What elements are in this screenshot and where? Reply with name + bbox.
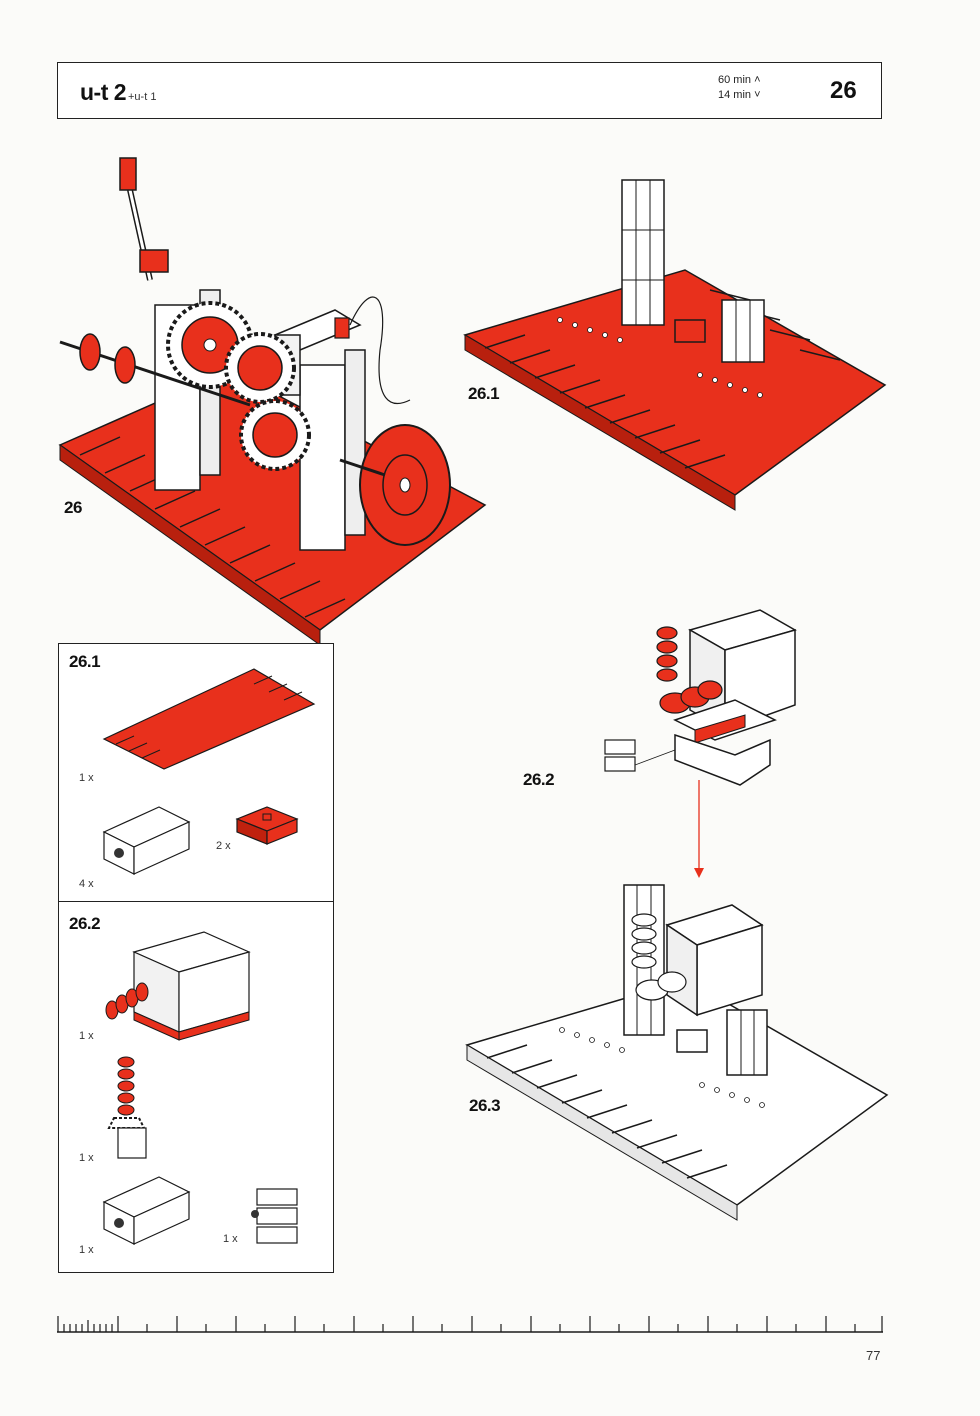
ruler [57,1316,883,1333]
model-sub: +u-t 1 [128,91,157,103]
part-quantity: 4 x [79,878,94,890]
parts-section-title: 26.2 [69,914,101,933]
motor-part [105,931,251,1041]
parts-divider [59,901,333,902]
main-model-label: 26 [64,498,82,517]
step-26-3-illustration [465,884,889,1221]
step-26-1-illustration [463,179,887,511]
red-block-part [235,806,299,845]
part-quantity: 1 x [223,1233,238,1245]
part-quantity: 1 x [79,1030,94,1042]
part-quantity: 1 x [79,1152,94,1164]
step-26-2-label: 26.2 [523,770,555,789]
step-26-2-illustration [604,609,797,786]
time-down: 14 min ˅ [718,89,761,101]
worm-gear-part [107,1056,147,1159]
part-quantity: 1 x [79,772,94,784]
part-quantity: 1 x [79,1244,94,1256]
parts-section-title: 26.1 [69,652,101,671]
small-block-part [251,1188,298,1244]
part-quantity: 2 x [216,840,231,852]
arrow-down-icon [694,780,704,878]
arrow-down-icon: ˅ [754,89,761,101]
arrow-up-icon: ˄ [754,74,761,86]
base-plate-part [102,668,316,770]
step-number: 26 [830,77,857,104]
building-block-part [102,1176,191,1245]
step-26-3-label: 26.3 [469,1096,501,1115]
step-header: u-t 2 +u-t 1 60 min ˄ 14 min ˅ 26 [57,62,882,119]
page-number: 77 [866,1348,881,1363]
time-up: 60 min ˄ [718,74,761,86]
assembled-model-illustration [58,157,487,646]
parts-list-panel: 26.1 1 x 4 x 2 x 26.2 1 x [58,643,334,1273]
model-code: u-t 2 [80,79,127,105]
step-26-1-label: 26.1 [468,384,500,403]
building-block-part [102,806,191,875]
